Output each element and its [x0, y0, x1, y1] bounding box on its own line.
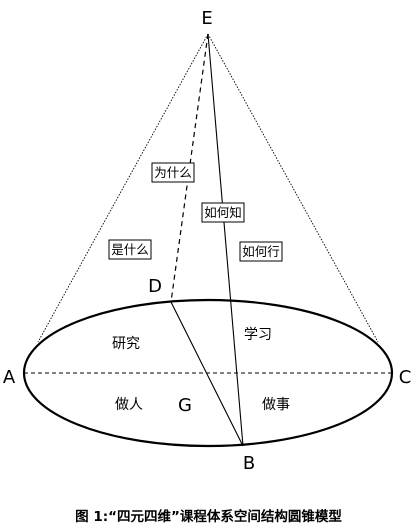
- point-label-a: A: [3, 367, 16, 388]
- point-label-g: G: [178, 395, 192, 416]
- region-label-study: 学习: [244, 327, 272, 343]
- how-to-know-label-box: [201, 202, 245, 223]
- region-label-do-things: 做事: [262, 397, 290, 413]
- figure-caption: 图 1:“四元四维”课程体系空间结构圆锥模型: [75, 509, 342, 525]
- point-label-e: E: [201, 8, 212, 29]
- point-label-d: D: [148, 276, 162, 297]
- point-label-c: C: [399, 367, 412, 388]
- what-label: 是什么: [111, 242, 149, 257]
- how-to-act-label: 如何行: [242, 244, 280, 259]
- why-label: 为什么: [154, 165, 192, 180]
- point-label-b: B: [243, 453, 255, 474]
- line-eb: [207, 33, 244, 447]
- region-label-research: 研究: [112, 336, 140, 352]
- region-label-be-person: 做人: [115, 397, 143, 413]
- how-to-know-label: 如何知: [204, 205, 242, 220]
- what-label-box: [108, 239, 152, 260]
- how-to-act-label-box: [239, 241, 283, 262]
- slant-line-ec: [207, 33, 379, 343]
- line-db: [170, 301, 244, 447]
- why-label-box: [151, 162, 195, 183]
- slant-line-ea: [37, 33, 209, 343]
